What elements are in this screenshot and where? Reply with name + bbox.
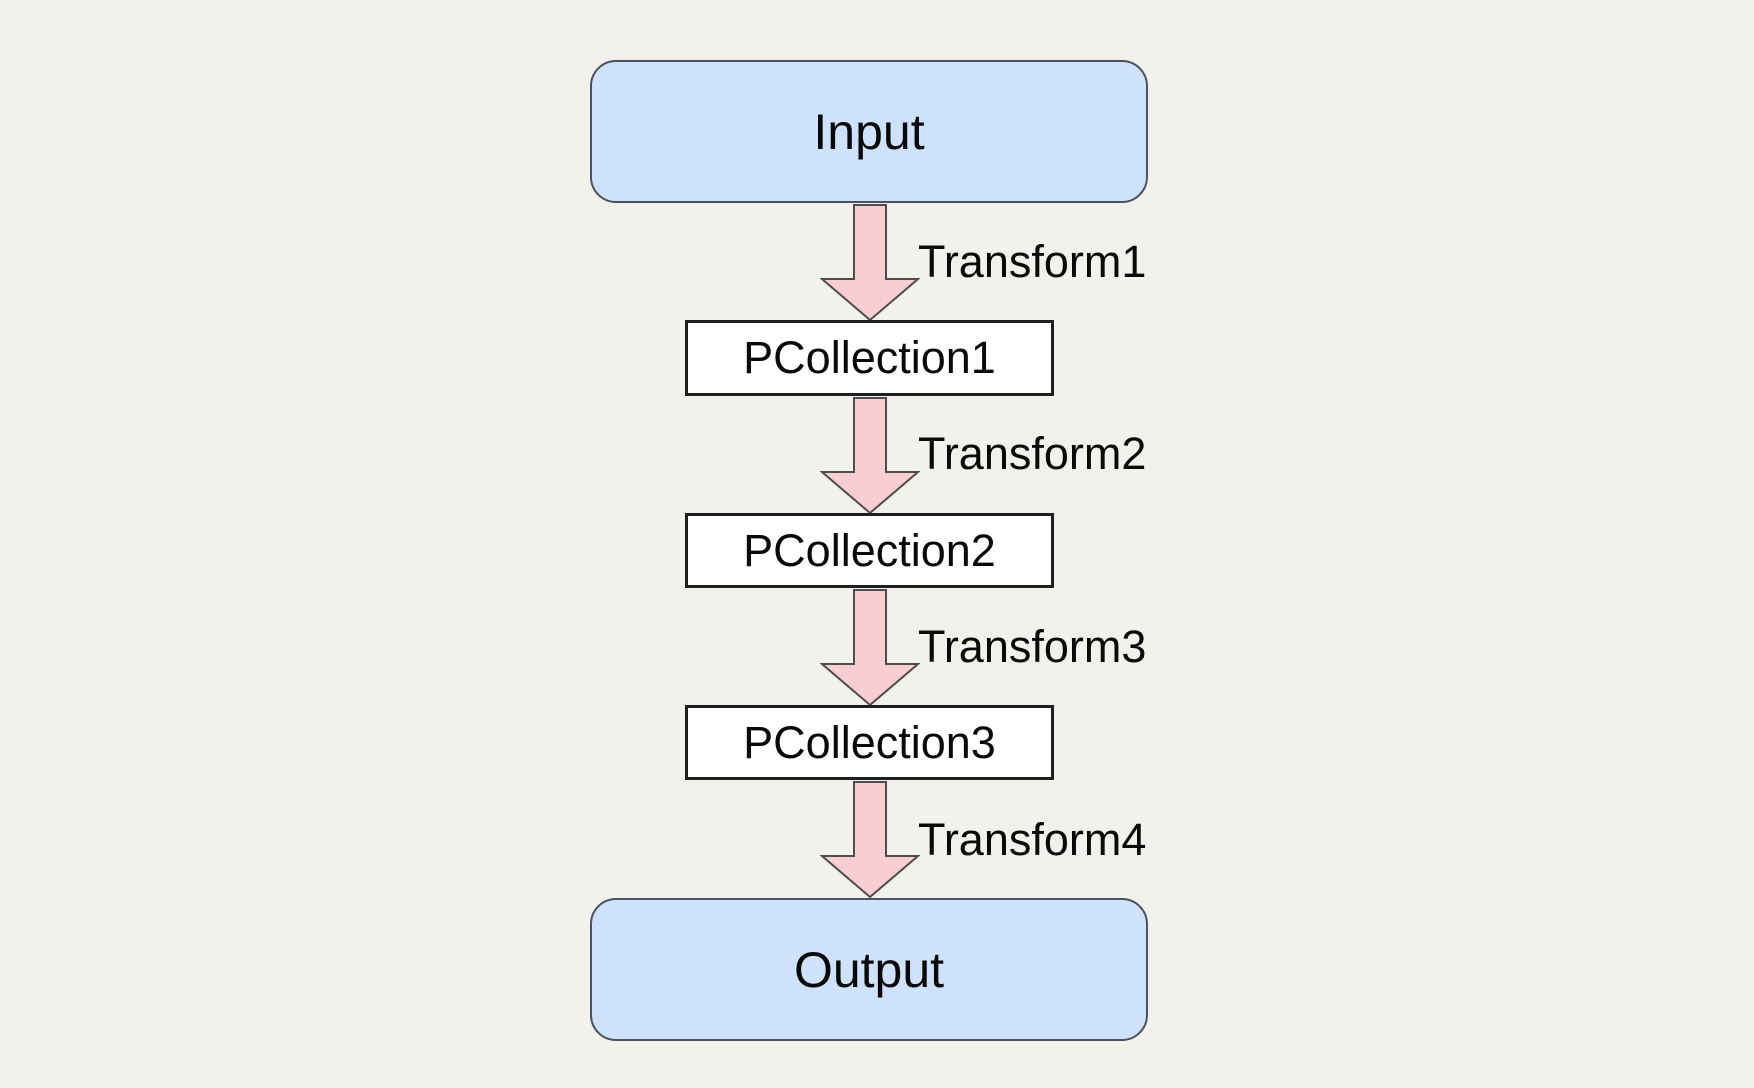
node-pcollection1: PCollection1 <box>685 320 1054 396</box>
node-input-label: Input <box>813 103 925 160</box>
node-output-label: Output <box>793 941 945 998</box>
node-output: Output <box>590 898 1148 1041</box>
edge-label-transform2: Transform2 <box>918 428 1147 479</box>
edge-label-transform4: Transform4 <box>918 814 1147 865</box>
down-arrow-icon <box>820 204 920 321</box>
node-pcollection3: PCollection3 <box>685 705 1054 780</box>
node-input: Input <box>590 60 1148 203</box>
down-arrow-icon <box>820 397 920 514</box>
down-arrow-icon <box>820 781 920 898</box>
node-pcollection1-label: PCollection1 <box>743 332 996 383</box>
node-pcollection3-label: PCollection3 <box>743 716 996 768</box>
edge-label-transform1: Transform1 <box>918 236 1147 287</box>
node-pcollection2: PCollection2 <box>685 513 1054 588</box>
edge-label-transform3: Transform3 <box>918 621 1147 672</box>
node-pcollection2-label: PCollection2 <box>743 524 996 576</box>
down-arrow-icon <box>820 589 920 706</box>
